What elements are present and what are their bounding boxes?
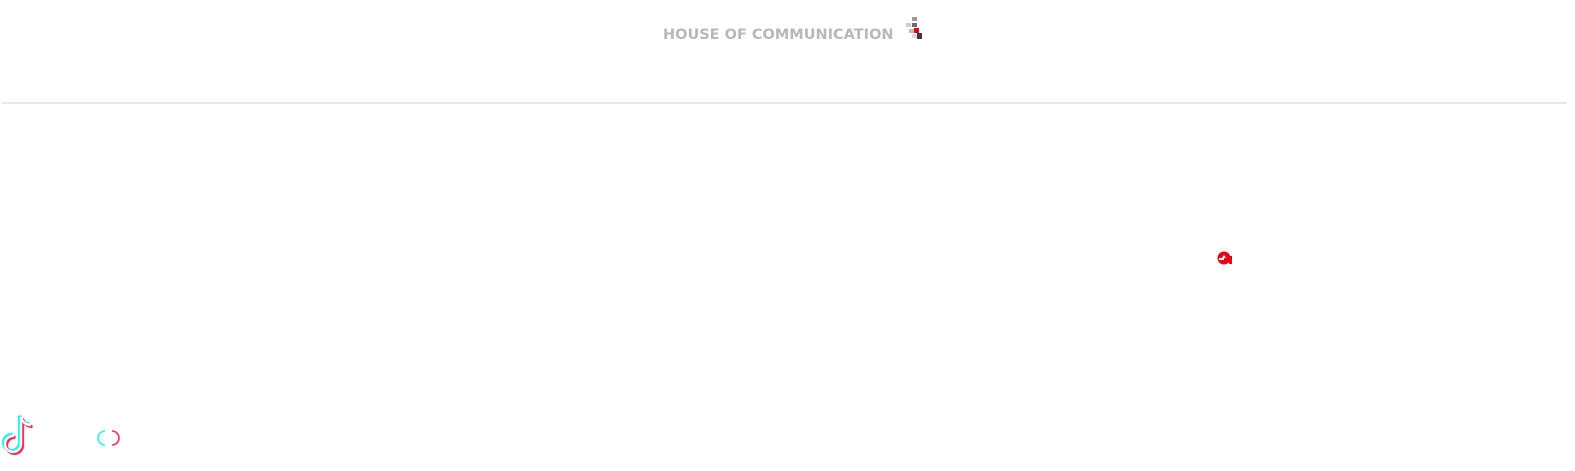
site-header: HOUSE OF COMMUNICATION [0,0,1575,103]
bottom-bar [0,412,200,462]
brand-name: HOUSE OF COMMUNICATION [663,26,894,43]
brand-logo-link[interactable]: HOUSE OF COMMUNICATION [663,14,924,44]
loading-icon [97,429,121,447]
pixel-logo-icon [904,16,924,44]
tiktok-icon[interactable] [0,414,38,458]
red-badge-icon[interactable] [1216,250,1234,266]
header-divider [2,102,1567,104]
main-content [0,104,1575,471]
